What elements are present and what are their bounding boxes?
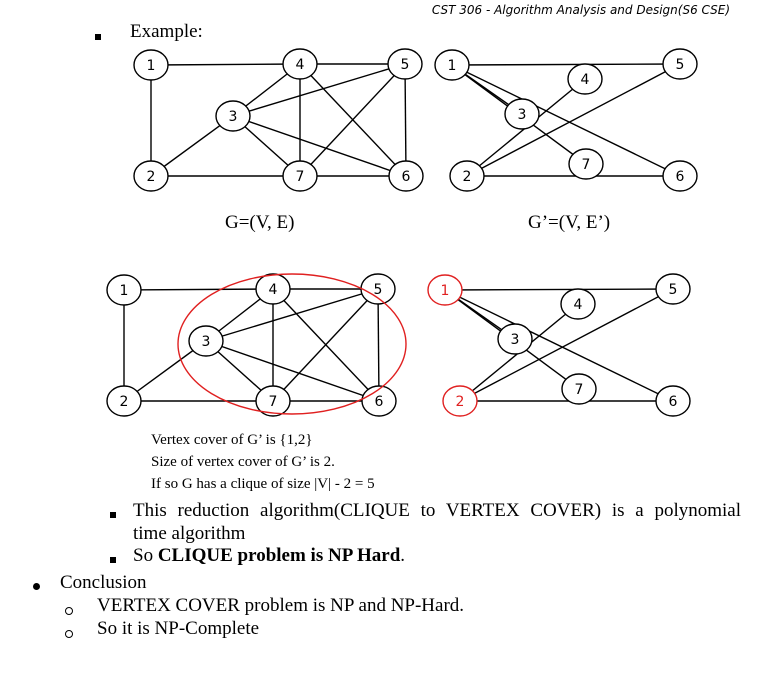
g-edge-5-7 bbox=[299, 63, 406, 177]
g-prime-highlight-node-label-3: 3 bbox=[511, 332, 520, 348]
g-node-label-5: 5 bbox=[401, 57, 410, 73]
g-edge-2-3 bbox=[150, 115, 234, 177]
g-edge-3-5 bbox=[232, 63, 406, 117]
g-node-label-2: 2 bbox=[147, 169, 156, 185]
g-highlight-node-label-7: 7 bbox=[269, 394, 278, 410]
explanation-line-2: Size of vertex cover of G’ is 2. bbox=[151, 454, 335, 470]
g-prime-highlight-node-1 bbox=[427, 274, 463, 306]
g-highlight-node-label-1: 1 bbox=[120, 283, 129, 299]
g-node-label-3: 3 bbox=[229, 109, 238, 125]
g-prime-highlight-node-label-7: 7 bbox=[575, 382, 584, 398]
g-highlight-edge-5-7 bbox=[272, 288, 379, 402]
graphs-figure: 1 2 3 4 5 6 7 1 2 3 4 5 6 7 1 2 3 4 5 6 7 1 2 3 4 5 6 7 bbox=[106, 48, 698, 417]
g-highlight-node-6 bbox=[361, 385, 397, 417]
g-node-label-6: 6 bbox=[402, 169, 411, 185]
g-prime-highlight-node-6 bbox=[655, 385, 691, 417]
g-prime-highlight-node-label-1: 1 bbox=[441, 283, 450, 299]
g-highlight-node-5 bbox=[360, 273, 396, 305]
g-highlight-node-7 bbox=[255, 385, 291, 417]
g-prime-highlight-node-4 bbox=[560, 288, 596, 320]
g-node-2 bbox=[133, 160, 169, 192]
bullet-circle bbox=[65, 607, 73, 615]
conclusion-item-1: VERTEX COVER problem is NP and NP-Hard. bbox=[97, 595, 465, 616]
g-prime-node-label-2: 2 bbox=[463, 169, 472, 185]
g-edge-5-6 bbox=[404, 63, 407, 177]
g-prime-node-label-4: 4 bbox=[581, 72, 590, 88]
np-hard-bold: CLIQUE problem is NP Hard bbox=[157, 545, 401, 566]
bullet-square bbox=[110, 557, 116, 563]
g-prime-highlight-node-3 bbox=[497, 323, 533, 355]
g-node-label-1: 1 bbox=[147, 58, 156, 74]
g-prime-highlight-edge-2-5 bbox=[459, 288, 674, 402]
g-prime-node-7 bbox=[568, 148, 604, 180]
g-prime-highlight-node-label-4: 4 bbox=[574, 297, 583, 313]
g-prime-node-label-3: 3 bbox=[518, 107, 527, 123]
np-hard-prefix: So bbox=[133, 545, 158, 566]
g-highlight-edge-1-4 bbox=[123, 288, 274, 291]
bullet-square bbox=[110, 512, 116, 518]
conclusion-item-2: So it is NP-Complete bbox=[97, 618, 260, 639]
g-node-7 bbox=[282, 160, 318, 192]
clique-highlight-ellipse bbox=[177, 273, 407, 415]
g-prime-highlight-edge-1-5 bbox=[444, 288, 674, 291]
g-prime-highlight-node-label-2: 2 bbox=[456, 394, 465, 410]
g-prime-node-label-7: 7 bbox=[582, 157, 591, 173]
g-highlight-edge-2-3 bbox=[123, 340, 207, 402]
g-node-6 bbox=[388, 160, 424, 192]
g-highlight-node-label-3: 3 bbox=[202, 334, 211, 350]
g-prime-highlight-node-7 bbox=[561, 373, 597, 405]
g-node-1 bbox=[133, 49, 169, 81]
g-prime-highlight-node-5 bbox=[655, 273, 691, 305]
example-label: Example: bbox=[130, 21, 203, 42]
g-node-label-4: 4 bbox=[296, 57, 305, 73]
g-edge-1-4 bbox=[150, 63, 301, 66]
page-header: CST 306 - Algorithm Analysis and Design(… bbox=[431, 3, 730, 17]
g-prime-node-label-6: 6 bbox=[676, 169, 685, 185]
caption-g: G=(V, E) bbox=[225, 212, 295, 233]
g-highlight-edge-5-6 bbox=[377, 288, 380, 402]
caption-g-prime: G’=(V, E’) bbox=[528, 212, 611, 233]
g-prime-node-6 bbox=[662, 160, 698, 192]
g-highlight-node-2 bbox=[106, 385, 142, 417]
g-prime-highlight-node-2 bbox=[442, 385, 478, 417]
bullet-dot bbox=[33, 583, 40, 590]
g-highlight-node-1 bbox=[106, 274, 142, 306]
g-highlight-node-label-6: 6 bbox=[375, 394, 384, 410]
g-highlight-edge-3-6 bbox=[205, 340, 380, 402]
g-prime-edge-2-5 bbox=[466, 63, 681, 177]
g-prime-edge-1-5 bbox=[451, 63, 681, 66]
g-highlight-node-label-2: 2 bbox=[120, 394, 129, 410]
g-prime-highlight-node-label-5: 5 bbox=[669, 282, 678, 298]
g-edge-3-6 bbox=[232, 115, 407, 177]
g-prime-node-1 bbox=[434, 49, 470, 81]
explanation-line-3: If so G has a clique of size |V| - 2 = 5 bbox=[151, 476, 375, 492]
reduction-text-cont: time algorithm bbox=[133, 523, 246, 544]
reduction-text: This reduction algorithm(CLIQUE to VERTE… bbox=[133, 500, 741, 521]
g-node-5 bbox=[387, 48, 423, 80]
g-prime-node-4 bbox=[567, 63, 603, 95]
g-prime-node-label-1: 1 bbox=[448, 58, 457, 74]
g-highlight-node-label-4: 4 bbox=[269, 282, 278, 298]
g-node-4 bbox=[282, 48, 318, 80]
g-highlight-node-3 bbox=[188, 325, 224, 357]
g-prime-node-3 bbox=[504, 98, 540, 130]
g-prime-highlight-edge-1-6 bbox=[444, 289, 674, 402]
g-prime-node-label-5: 5 bbox=[676, 57, 685, 73]
bullet-circle bbox=[65, 630, 73, 638]
conclusion-title: Conclusion bbox=[60, 572, 147, 593]
g-highlight-edge-3-5 bbox=[205, 288, 379, 342]
g-highlight-node-label-5: 5 bbox=[374, 282, 383, 298]
g-node-label-7: 7 bbox=[296, 169, 305, 185]
explanation-line-1: Vertex cover of G’ is {1,2} bbox=[151, 432, 313, 448]
g-prime-node-5 bbox=[662, 48, 698, 80]
bullet-square bbox=[95, 34, 101, 40]
np-hard-suffix: . bbox=[400, 545, 406, 566]
g-highlight-node-4 bbox=[255, 273, 291, 305]
g-prime-node-2 bbox=[449, 160, 485, 192]
g-prime-highlight-node-label-6: 6 bbox=[669, 394, 678, 410]
g-prime-edge-1-6 bbox=[451, 64, 681, 177]
g-node-3 bbox=[215, 100, 251, 132]
np-hard-statement: So CLIQUE problem is NP Hard. bbox=[133, 545, 405, 567]
